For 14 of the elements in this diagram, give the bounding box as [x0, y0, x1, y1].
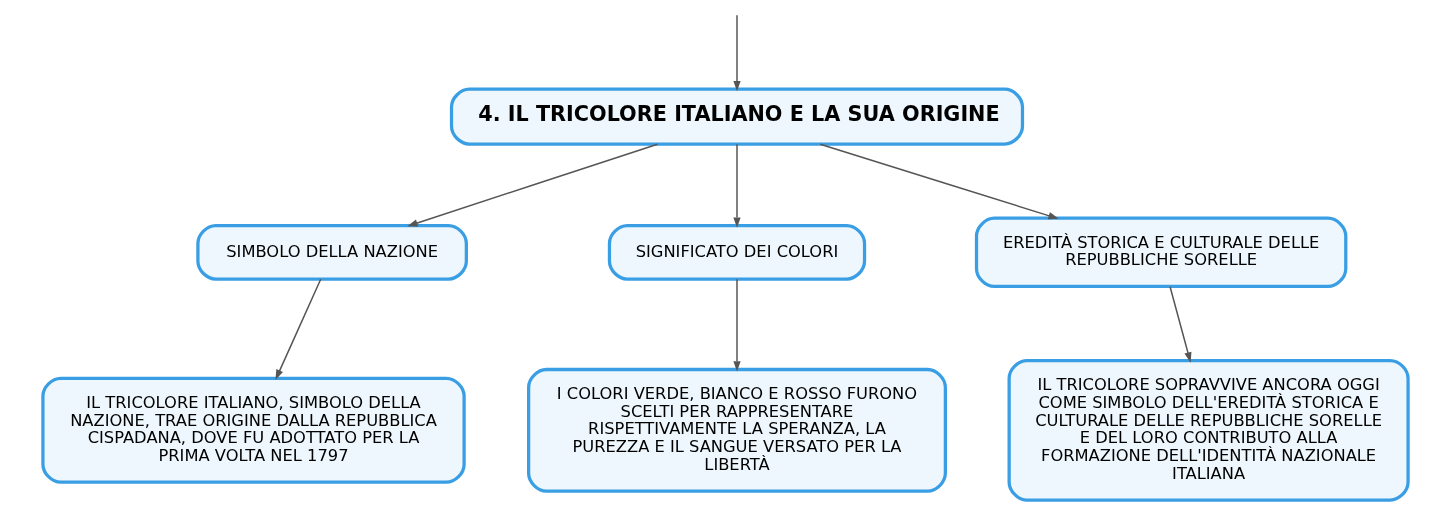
arrow	[819, 143, 1059, 220]
arrow	[733, 143, 741, 228]
arrow	[407, 143, 659, 227]
node-box: EREDITÀ STORICA E CULTURALE DELLE REPUBBLICHE SORELLE	[974, 216, 1348, 289]
node-box: IL TRICOLORE SOPRAVVIVE ANCORA OGGI COME SIMBOLO DELL'EREDITÀ STORICA E CULTURALE DELLE REPUBBLICHE SORELLE E DEL LORO CONTRIBUTO ALLA FORMAZIONE DELL'IDENTITÀ NAZIONALE ITALIANA	[1007, 358, 1410, 502]
node-box: I COLORI VERDE, BIANCO E ROSSO FURONO SCELTI PER RAPPRESENTARE RISPETTIVAMENTE LA SPERANZA, LA PUREZZA E IL SANGUE VERSATO PER LA LIBERTÀ	[527, 367, 947, 493]
node-box: 4. IL TRICOLORE ITALIANO E LA SUA ORIGINE	[449, 87, 1025, 146]
node-box: SIGNIFICATO DEI COLORI	[607, 224, 867, 281]
arrow	[733, 14, 741, 92]
arrow	[733, 278, 741, 372]
arrow	[1169, 286, 1192, 363]
node-box: SIMBOLO DELLA NAZIONE	[196, 224, 468, 281]
arrow	[275, 278, 322, 381]
node-box: IL TRICOLORE ITALIANO, SIMBOLO DELLA NAZIONE, TRAE ORIGINE DALLA REPUBBLICA CISPADANA, DOVE FU ADOTTATO PER LA PRIMA VOLTA NEL 1797	[41, 376, 466, 484]
